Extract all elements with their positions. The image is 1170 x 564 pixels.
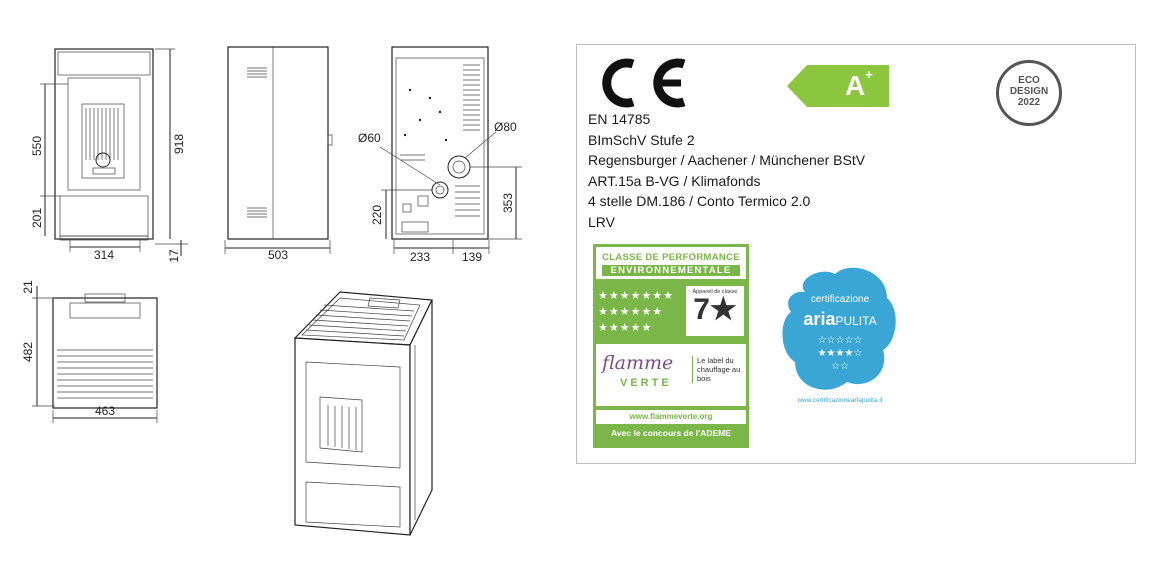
dim-front-height-total: 918 (172, 134, 186, 154)
aria-top-text: certificazione (811, 294, 870, 305)
dim-back-diam-small: Ø60 (358, 131, 381, 145)
dim-back-width-left: 233 (410, 250, 430, 264)
flamme-star-rows: ★★★★★★★★★★★★★★★★★★ (598, 290, 675, 334)
aria-stars-row-2: ★★★★☆ (818, 348, 863, 359)
dim-back-height-small: 220 (370, 205, 384, 225)
flamme-brand-box: flamme VERTE Le label du chauffage au bo… (596, 344, 746, 406)
dim-back-diam-large: Ø80 (494, 120, 517, 134)
dim-front-height-lower: 201 (30, 208, 44, 228)
isometric-stove (293, 291, 433, 536)
aria-pulita-badge: certificazione ariaPULITA ☆☆☆☆☆ ★★★★☆ ☆☆… (782, 267, 896, 404)
eco-design-line-1: ECO (1018, 75, 1040, 86)
flamme-class-caption: Appareil de classe (692, 289, 738, 295)
cert-line: BImSchV Stufe 2 (588, 131, 695, 148)
cert-line: LRV (588, 213, 615, 230)
side-view: 503 (224, 46, 333, 262)
cert-line: Regensburger / Aachener / Münchener BStV (588, 152, 866, 168)
aria-stars-row-1: ☆☆☆☆☆ (818, 335, 863, 346)
eco-design-badge: ECO DESIGN 2022 (996, 60, 1062, 126)
aria-brand-light: PULITA (835, 314, 876, 328)
flamme-header-line-2: ENVIRONNEMENTALE (602, 265, 740, 276)
cert-line: ART.15a B-VG / Klimafonds (588, 172, 761, 189)
dim-top-width: 463 (95, 404, 115, 418)
technical-drawings: 550 201 918 17 314 503 (21, 46, 522, 536)
flamme-header-line-1: CLASSE DE PERFORMANCE (602, 252, 740, 263)
energy-class-value: A (845, 70, 866, 101)
energy-class-arrow (787, 65, 889, 107)
certification-list: EN 14785 BImSchV Stufe 2 Regensburger / … (588, 109, 865, 232)
top-view: 21 482 463 (21, 280, 158, 423)
front-view: 550 201 918 17 314 (30, 48, 188, 263)
dim-back-height-large: 353 (501, 193, 515, 213)
dim-side-depth: 503 (268, 248, 288, 262)
aria-brand-bold: aria (803, 309, 836, 329)
flamme-footer: Avec le concours de l'ADEME (611, 428, 731, 438)
dim-front-foot: 17 (167, 249, 181, 263)
back-view: Ø60 Ø80 220 353 233 139 (358, 46, 522, 264)
energy-class-label: A+ (845, 66, 873, 102)
flamme-brand-caps: VERTE (620, 377, 672, 389)
dim-front-width: 314 (94, 248, 114, 262)
dim-front-height-upper: 550 (30, 136, 44, 156)
cert-line: EN 14785 (588, 111, 651, 127)
aria-brand: ariaPULITA (803, 309, 876, 329)
flamme-tagline: Le label du chauffage au bois (692, 356, 749, 383)
flamme-header: CLASSE DE PERFORMANCE ENVIRONNEMENTALE (596, 247, 746, 279)
flamme-verte-label: CLASSE DE PERFORMANCE ENVIRONNEMENTALE ★… (593, 244, 749, 448)
eco-design-line-3: 2022 (1017, 97, 1041, 108)
cert-line: 4 stelle DM.186 / Conto Termico 2.0 (588, 193, 811, 209)
ce-mark-logo (602, 58, 686, 108)
certification-panel: A+ ECO DESIGN 2022 EN 14785 BImSchV Stuf… (576, 44, 1136, 464)
flamme-class-box: Appareil de classe 7★ (686, 286, 744, 336)
flamme-url: www.flammeverte.org (596, 410, 746, 424)
aria-stars-row-3: ☆☆ (831, 361, 849, 372)
dim-top-small: 21 (21, 280, 35, 294)
eco-design-line-2: DESIGN (1009, 86, 1049, 97)
dim-top-depth: 482 (21, 342, 35, 362)
dim-back-width-right: 139 (462, 250, 482, 264)
flamme-brand-script: flamme (602, 352, 674, 374)
flamme-class-value: 7★ (693, 293, 737, 326)
aria-footer-url: www.certificazionearIapulita.it (796, 397, 882, 404)
energy-class-plus: + (865, 66, 873, 82)
